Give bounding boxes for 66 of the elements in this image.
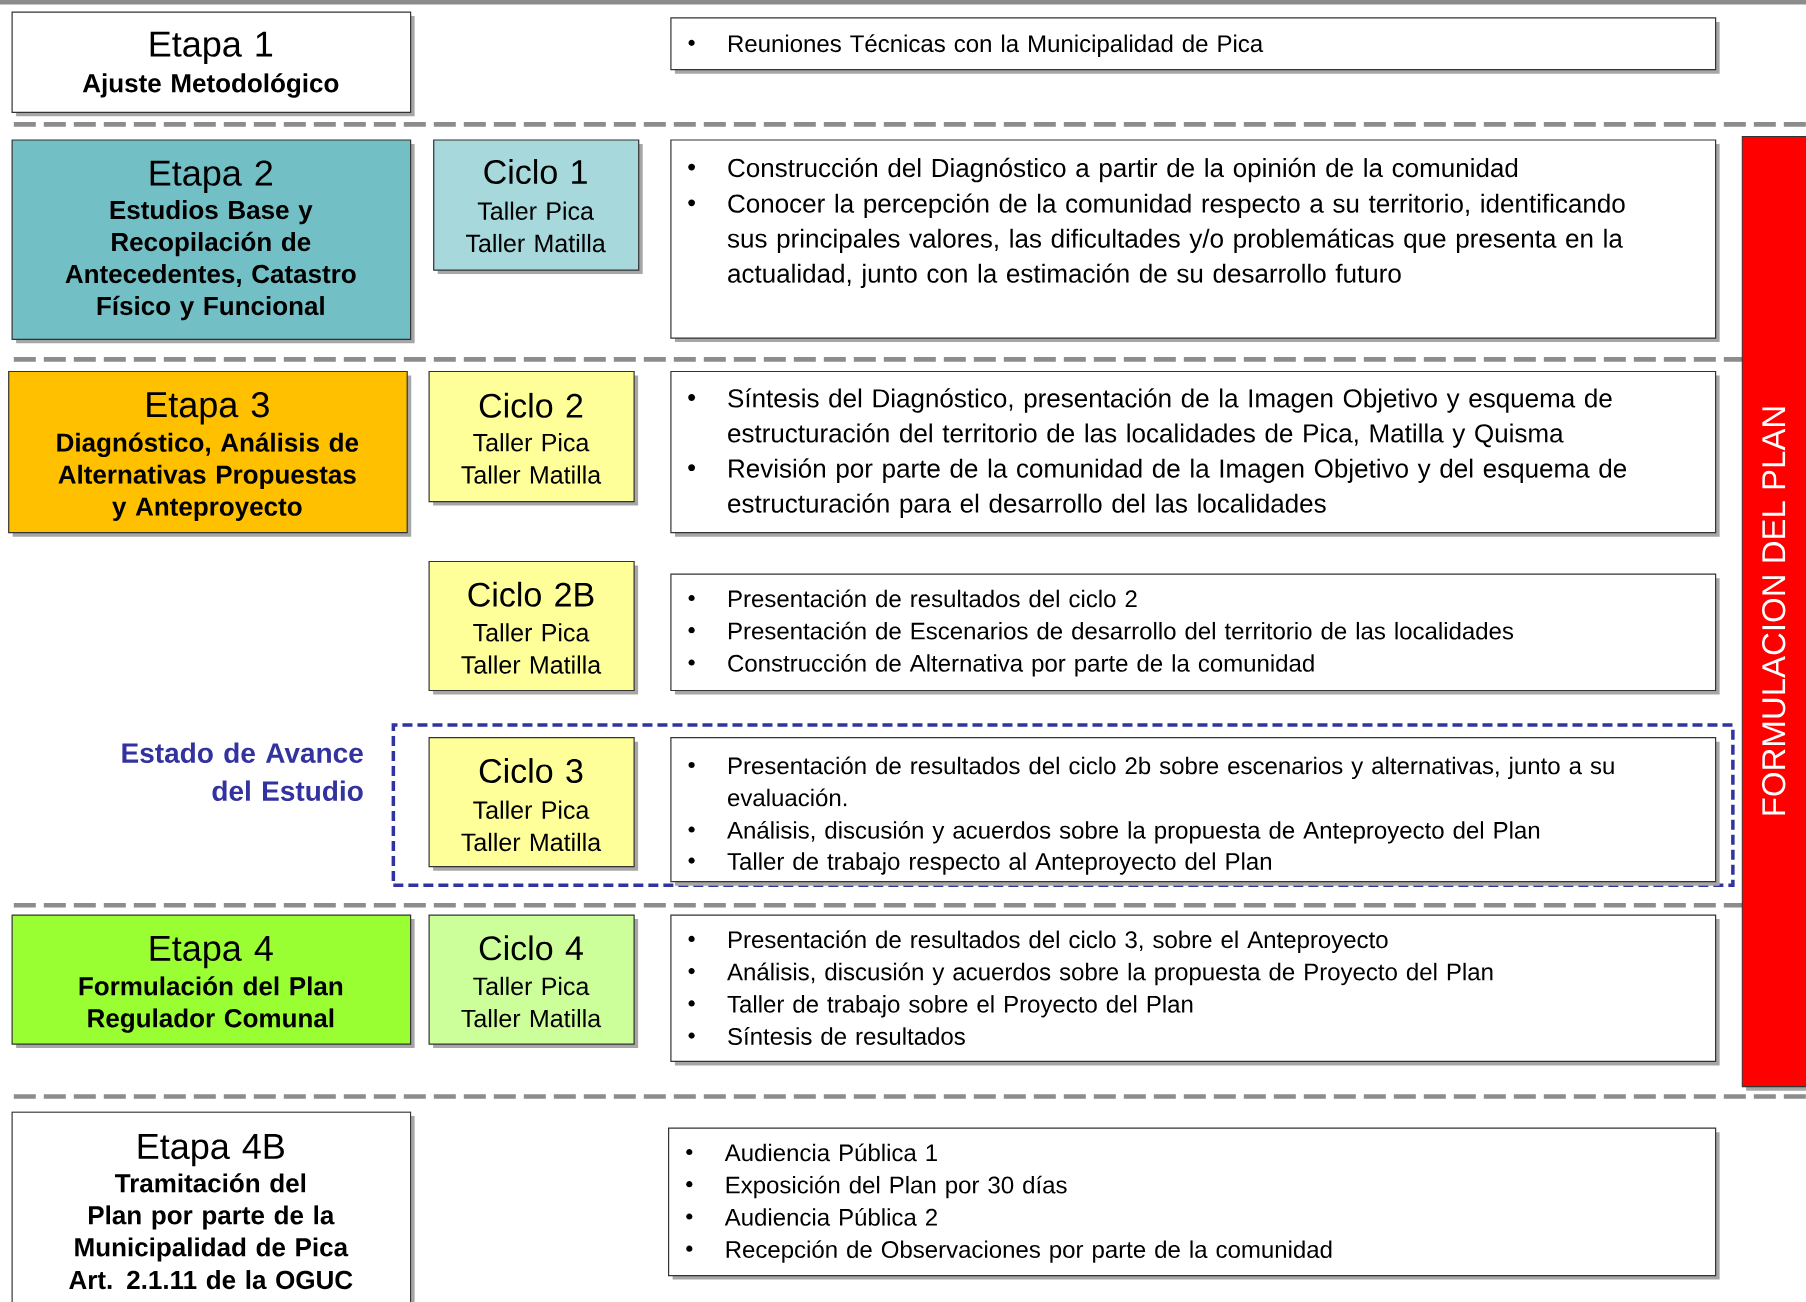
bullet-item: Construcción del Diagnóstico a partir de la opinión de la comunidad	[688, 157, 1518, 183]
cycle-box	[428, 737, 639, 871]
bullet-item: Presentación de resultados del ciclo 2	[688, 589, 1137, 608]
workshop-label: Taller Matilla	[461, 832, 602, 852]
stage-box	[11, 914, 415, 1049]
bullet-list-box	[670, 139, 1720, 343]
bullet-item: Recepción de Observaciones por parte de la comunidad	[686, 1240, 1332, 1263]
stage-title: Etapa 2	[150, 160, 272, 193]
bullet-list-box	[670, 370, 1720, 537]
stage-description: Estudios Base y Recopilación de Antecedentes, Catastro Físico y Funcional	[65, 200, 356, 321]
bullet-item: Conocer la percepción de la comunidad respecto a su territorio, identificando sus principales valores, las dificultades y/o problemáticas que presenta en la actualidad, junto con la estimación de su desarrollo futuro	[688, 193, 1625, 288]
bullet-item: Presentación de resultados del ciclo 2b sobre escenarios y alternativas, junto a su evaluación.	[688, 756, 1614, 807]
stage-description: Diagnóstico, Análisis de Alternativas Propuestas y Anteproyecto	[57, 432, 359, 521]
bullet-list-box	[670, 17, 1720, 74]
bullet-item: Análisis, discusión y acuerdos sobre la propuesta de Anteproyecto del Plan	[688, 820, 1540, 844]
stage-description: Tramitación del Plan por parte de la Municipalidad de Pica	[75, 1173, 349, 1262]
region-heading: Estado de Avance del Estudio	[122, 742, 363, 801]
cycle-title: Ciclo 1	[484, 159, 587, 185]
vertical-banner	[1741, 135, 1806, 1091]
bullet-item: Síntesis de resultados	[688, 1027, 965, 1045]
workshop-label: Taller Matilla	[461, 655, 602, 674]
workshop-label: Taller Pica	[473, 623, 590, 642]
workshop-label: Taller Pica	[477, 201, 594, 220]
workshop-label: Taller Matilla	[461, 465, 602, 484]
workshop-label: Taller Pica	[473, 800, 590, 819]
bullet-item: Reuniones Técnicas con la Municipalidad de Pica	[688, 34, 1264, 57]
cycle-title: Ciclo 2B	[468, 581, 594, 607]
bullet-list-box	[670, 914, 1720, 1066]
bullet-item: Presentación de Escenarios de desarrollo del territorio de las localidades	[688, 621, 1514, 640]
workshop-label: Taller Matilla	[461, 1009, 602, 1028]
stage-description: Ajuste Metodológico	[82, 73, 339, 98]
cycle-box	[428, 370, 639, 506]
bullet-item: Construcción de Alternativa por parte de la comunidad	[688, 653, 1314, 677]
bullet-item: Análisis, discusión y acuerdos sobre la propuesta de Proyecto del Plan	[688, 962, 1493, 986]
stage-box	[11, 1111, 415, 1302]
bullet-list-box	[670, 573, 1720, 695]
bullet-item: Taller de trabajo respecto al Anteproyecto del Plan	[688, 852, 1271, 875]
stage-box	[11, 11, 415, 117]
dashed-region	[391, 723, 1735, 887]
vertical-banner-text: FORMULACION DEL PLAN	[1762, 407, 1786, 815]
bullet-item: Presentación de resultados del ciclo 3, sobre el Anteproyecto	[688, 930, 1388, 953]
workshop-label: Taller Pica	[473, 433, 590, 452]
bullet-list-box	[670, 737, 1720, 886]
bullet-item: Audiencia Pública 2	[686, 1207, 937, 1226]
cycle-title: Ciclo 2	[479, 392, 583, 418]
cycle-title: Ciclo 4	[479, 935, 583, 961]
stage-title: Etapa 4B	[138, 1134, 284, 1167]
stage-description: Formulación del Plan Regulador Comunal	[79, 976, 343, 1033]
cycle-box	[428, 914, 639, 1049]
stage-title: Etapa 1	[150, 31, 273, 64]
bullet-item: Taller de trabajo sobre el Proyecto del Plan	[688, 995, 1193, 1018]
bullet-item: Revisión por parte de la comunidad de la Imagen Objetivo y del esquema de estructuración para el desarrollo del las localidades	[688, 458, 1627, 518]
stage-box	[8, 370, 412, 537]
cycle-box	[428, 560, 639, 695]
workshop-label: Taller Matilla	[466, 233, 606, 253]
stage-title: Etapa 3	[147, 392, 269, 425]
stage-box	[11, 139, 415, 344]
bullet-item: Exposición del Plan por 30 días	[686, 1175, 1067, 1199]
cycle-title: Ciclo 3	[479, 758, 583, 784]
stage-description: Art. 2.1.11 de la OGUC	[69, 1270, 353, 1290]
bullet-list-box	[668, 1127, 1720, 1280]
cycle-box	[433, 139, 643, 275]
bullet-item: Audiencia Pública 1	[686, 1143, 937, 1162]
stage-title: Etapa 4	[150, 935, 273, 969]
bullet-item: Síntesis del Diagnóstico, presentación de la Imagen Objetivo y esquema de estructuración del territorio de las localidades de Pica, Matilla y Quisma	[688, 388, 1612, 448]
workshop-label: Taller Pica	[473, 976, 590, 996]
